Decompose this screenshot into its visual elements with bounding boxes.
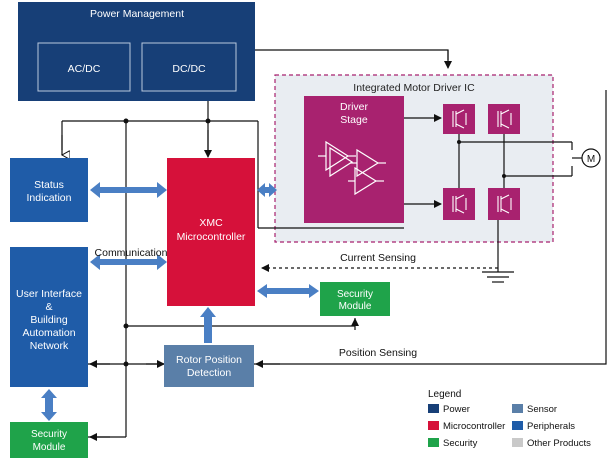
motor-label: M <box>587 154 595 165</box>
security-bottom-line2: Module <box>33 442 66 453</box>
status-line1: Status <box>34 179 64 191</box>
motor-icon: M <box>572 148 601 168</box>
rotor-position-block: Rotor Position Detection <box>164 345 254 387</box>
driver-stage-line2: Stage <box>340 114 368 126</box>
current-sensing-label: Current Sensing <box>340 252 416 264</box>
mcu-driver-arrow <box>257 183 277 197</box>
legend-title: Legend <box>428 389 461 400</box>
status-indication-block: Status Indication <box>10 158 88 222</box>
ui-line3: Building <box>30 314 68 326</box>
legend: Legend Power Sensor Microcontroller Peri… <box>428 389 591 449</box>
ui-line2: & <box>45 301 52 313</box>
mcu-line1: XMC <box>199 217 223 229</box>
rotor-line1: Rotor Position <box>176 354 242 366</box>
double-arrows <box>41 182 319 421</box>
ui-line5: Network <box>30 340 69 352</box>
security-module-mid-block: Security Module <box>320 282 390 316</box>
user-interface-block: User Interface & Building Automation Net… <box>10 247 88 387</box>
rotor-line2: Detection <box>187 367 232 379</box>
status-mcu-arrow <box>90 182 167 198</box>
amplifier-icon <box>318 140 386 196</box>
legend-item-other-products: Other Products <box>512 438 591 449</box>
power-management-block: Power Management AC/DC DC/DC <box>18 2 255 101</box>
security-module-bottom-block: Security Module <box>10 422 88 458</box>
xmc-microcontroller-block: XMC Microcontroller <box>167 158 255 306</box>
ui-line1: User Interface <box>16 288 82 300</box>
ui-line4: Automation <box>22 327 75 339</box>
ac-dc-label: AC/DC <box>68 63 101 75</box>
motor-driver-ic: Integrated Motor Driver IC Driver Stage <box>274 74 573 243</box>
security-bottom-line1: Security <box>31 429 67 440</box>
legend-item-power: Power <box>428 404 470 415</box>
svg-text:Peripherals: Peripherals <box>527 421 575 432</box>
ui-mcu-arrow <box>90 254 167 270</box>
motor-driver-title: Integrated Motor Driver IC <box>353 82 475 94</box>
position-sensing-label: Position Sensing <box>339 347 417 359</box>
transistor-bottom-left <box>443 188 475 220</box>
dc-dc-label: DC/DC <box>172 63 206 75</box>
driver-stage-block <box>304 96 404 223</box>
transistor-bottom-right <box>488 188 520 220</box>
security-mid-line1: Security <box>337 289 373 300</box>
dc-dc-box <box>141 42 237 92</box>
svg-text:Security: Security <box>443 438 478 449</box>
mcu-security-arrow <box>257 284 319 298</box>
svg-text:Microcontroller: Microcontroller <box>443 421 505 432</box>
ac-dc-box <box>37 42 131 92</box>
communication-label: Communication <box>95 247 168 259</box>
status-line2: Indication <box>27 192 72 204</box>
legend-item-sensor: Sensor <box>512 404 557 415</box>
bridge-wiring <box>458 134 573 188</box>
transistor-top-right <box>488 104 520 134</box>
svg-text:Sensor: Sensor <box>527 404 557 415</box>
legend-item-peripherals: Peripherals <box>512 421 575 432</box>
legend-item-microcontroller: Microcontroller <box>428 421 505 432</box>
svg-text:Other Products: Other Products <box>527 438 591 449</box>
ui-security-arrow <box>41 389 57 421</box>
power-management-title: Power Management <box>90 8 184 20</box>
legend-item-security: Security <box>428 438 478 449</box>
driver-stage-line1: Driver <box>340 101 369 113</box>
rotor-mcu-arrow <box>200 307 216 343</box>
transistor-top-left <box>443 104 475 134</box>
security-mid-line2: Module <box>339 301 372 312</box>
mcu-line2: Microcontroller <box>177 231 246 243</box>
svg-text:Power: Power <box>443 404 470 415</box>
